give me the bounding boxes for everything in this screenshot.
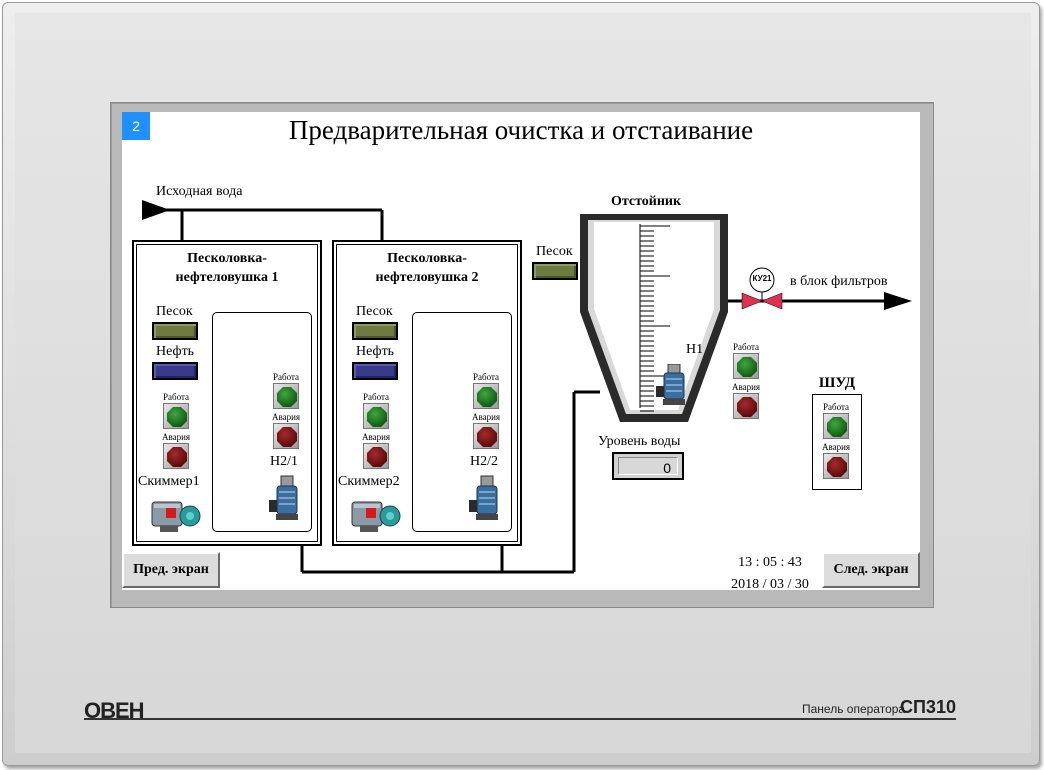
unit2-sand-label: Песок <box>356 304 393 319</box>
shud-fault-lamp <box>823 453 849 479</box>
unit2-pump-work-light <box>477 387 497 407</box>
unit1-title: Песколовка- нефтеловушка 1 <box>134 249 320 287</box>
unit1-pump-fault-light <box>277 427 297 447</box>
brand-logo: ОВЕН <box>84 698 145 723</box>
screen-number-badge: 2 <box>122 112 150 140</box>
unit1-pump-icon[interactable] <box>268 474 304 524</box>
unit1-skimmer-work-lamp <box>163 403 189 429</box>
outlet-arrow-icon <box>884 292 912 310</box>
settler-title: Отстойник <box>610 194 682 209</box>
page-title: Предварительная очистка и отстаивание <box>288 115 754 145</box>
hmi-screen: 2 Предварительная очистка и отстаивание … <box>122 112 920 590</box>
unit1-title-line1: Песколовка- <box>187 251 267 266</box>
unit2-skimmer-fault-lamp <box>363 443 389 469</box>
water-level-label: Уровень воды <box>598 434 681 449</box>
unit2-title-line1: Песколовка- <box>387 251 467 266</box>
unit2-skimmer-work-lamp <box>363 403 389 429</box>
unit2-skimmer-label: Скиммер2 <box>338 474 400 489</box>
source-water-label: Исходная вода <box>156 184 243 199</box>
unit1-oil-indicator <box>152 362 198 380</box>
unit1-sand-label: Песок <box>156 304 193 319</box>
unit2-pump-label: Н2/2 <box>470 454 498 469</box>
prev-screen-button[interactable]: Пред. экран <box>122 552 220 588</box>
settler-pump-work-light <box>737 357 757 377</box>
shud-work-lamp <box>823 413 849 439</box>
unit1-sand-indicator <box>152 322 198 340</box>
unit1-skimmer-fault-light <box>167 447 187 467</box>
device-model: СП310 <box>900 697 956 717</box>
unit2-skimmer-fault-label: Авария <box>361 432 391 442</box>
valve-ky21-label: КУ21 <box>752 274 772 283</box>
inlet-arrow-icon <box>142 200 170 220</box>
settler-pump-label: Н1 <box>686 342 704 357</box>
unit1-pump-fault-label: Авария <box>271 412 301 422</box>
unit2-pump-icon[interactable] <box>468 474 504 524</box>
unit1-pump-work-light <box>277 387 297 407</box>
unit2-pump-work-label: Работа <box>473 372 499 382</box>
unit1-skimmer-fault-lamp <box>163 443 189 469</box>
unit2-sand-indicator <box>352 322 398 340</box>
clock-time: 13 : 05 : 43 <box>738 555 802 570</box>
datetime: 13 : 05 : 43 2018 / 03 / 30 <box>718 552 822 590</box>
to-filters-label: в блок фильтров <box>790 274 888 289</box>
settler-pump-fault-lamp <box>733 393 759 419</box>
unit1-skimmer-work-label: Работа <box>163 392 189 402</box>
process-diagram <box>142 200 912 574</box>
device-caption: Панель оператора <box>802 702 906 716</box>
unit1-pump-work-label: Работа <box>273 372 299 382</box>
unit1-title-line2: нефтеловушка 1 <box>175 270 279 285</box>
next-screen-button[interactable]: След. экран <box>822 552 920 588</box>
unit2-skimmer-work-light <box>367 407 387 427</box>
unit2-skimmer-work-label: Работа <box>363 392 389 402</box>
water-level-value: 0 <box>618 457 678 476</box>
shud-work-label: Работа <box>823 402 849 412</box>
shud-fault-light <box>827 457 847 477</box>
valve-ky21-icon[interactable] <box>741 267 783 310</box>
unit1-skimmer-fault-label: Авария <box>161 432 191 442</box>
unit2-pump-fault-light <box>477 427 497 447</box>
unit1-skimmer-label: Скиммер1 <box>138 474 200 489</box>
unit2-title-line2: нефтеловушка 2 <box>375 270 479 285</box>
settler-tank <box>580 214 728 422</box>
unit2-skimmer-fault-light <box>367 447 387 467</box>
unit2-oil-label: Нефть <box>356 344 395 359</box>
unit2-pump-fault-lamp <box>473 423 499 449</box>
unit1-skimmer-icon[interactable] <box>150 494 204 536</box>
unit1-skimmer-work-light <box>167 407 187 427</box>
bezel-divider <box>84 718 956 720</box>
unit2-title: Песколовка- нефтеловушка 2 <box>334 249 520 287</box>
shud-title: ШУД <box>818 375 856 391</box>
settler-pump-fault-light <box>737 397 757 417</box>
unit1-pump-work-lamp <box>273 383 299 409</box>
settler-pump-icon[interactable] <box>656 364 692 408</box>
settler-pump-work-label: Работа <box>733 342 759 352</box>
unit2-skimmer-icon[interactable] <box>350 494 404 536</box>
unit1-pump-fault-lamp <box>273 423 299 449</box>
settler-pump-work-lamp <box>733 353 759 379</box>
shud-panel <box>812 394 862 490</box>
shud-fault-label: Авария <box>821 442 851 452</box>
unit1-oil-label: Нефть <box>156 344 195 359</box>
unit1-pump-label: Н2/1 <box>270 454 298 469</box>
clock-date: 2018 / 03 / 30 <box>731 577 809 590</box>
settler-sand-label: Песок <box>536 244 573 259</box>
settler-sand-indicator <box>532 262 578 280</box>
unit2-oil-indicator <box>352 362 398 380</box>
unit2-pump-fault-label: Авария <box>471 412 501 422</box>
settler-pump-fault-label: Авария <box>731 382 761 392</box>
shud-work-light <box>827 417 847 437</box>
unit2-pump-work-lamp <box>473 383 499 409</box>
water-level-display: 0 <box>612 452 684 480</box>
